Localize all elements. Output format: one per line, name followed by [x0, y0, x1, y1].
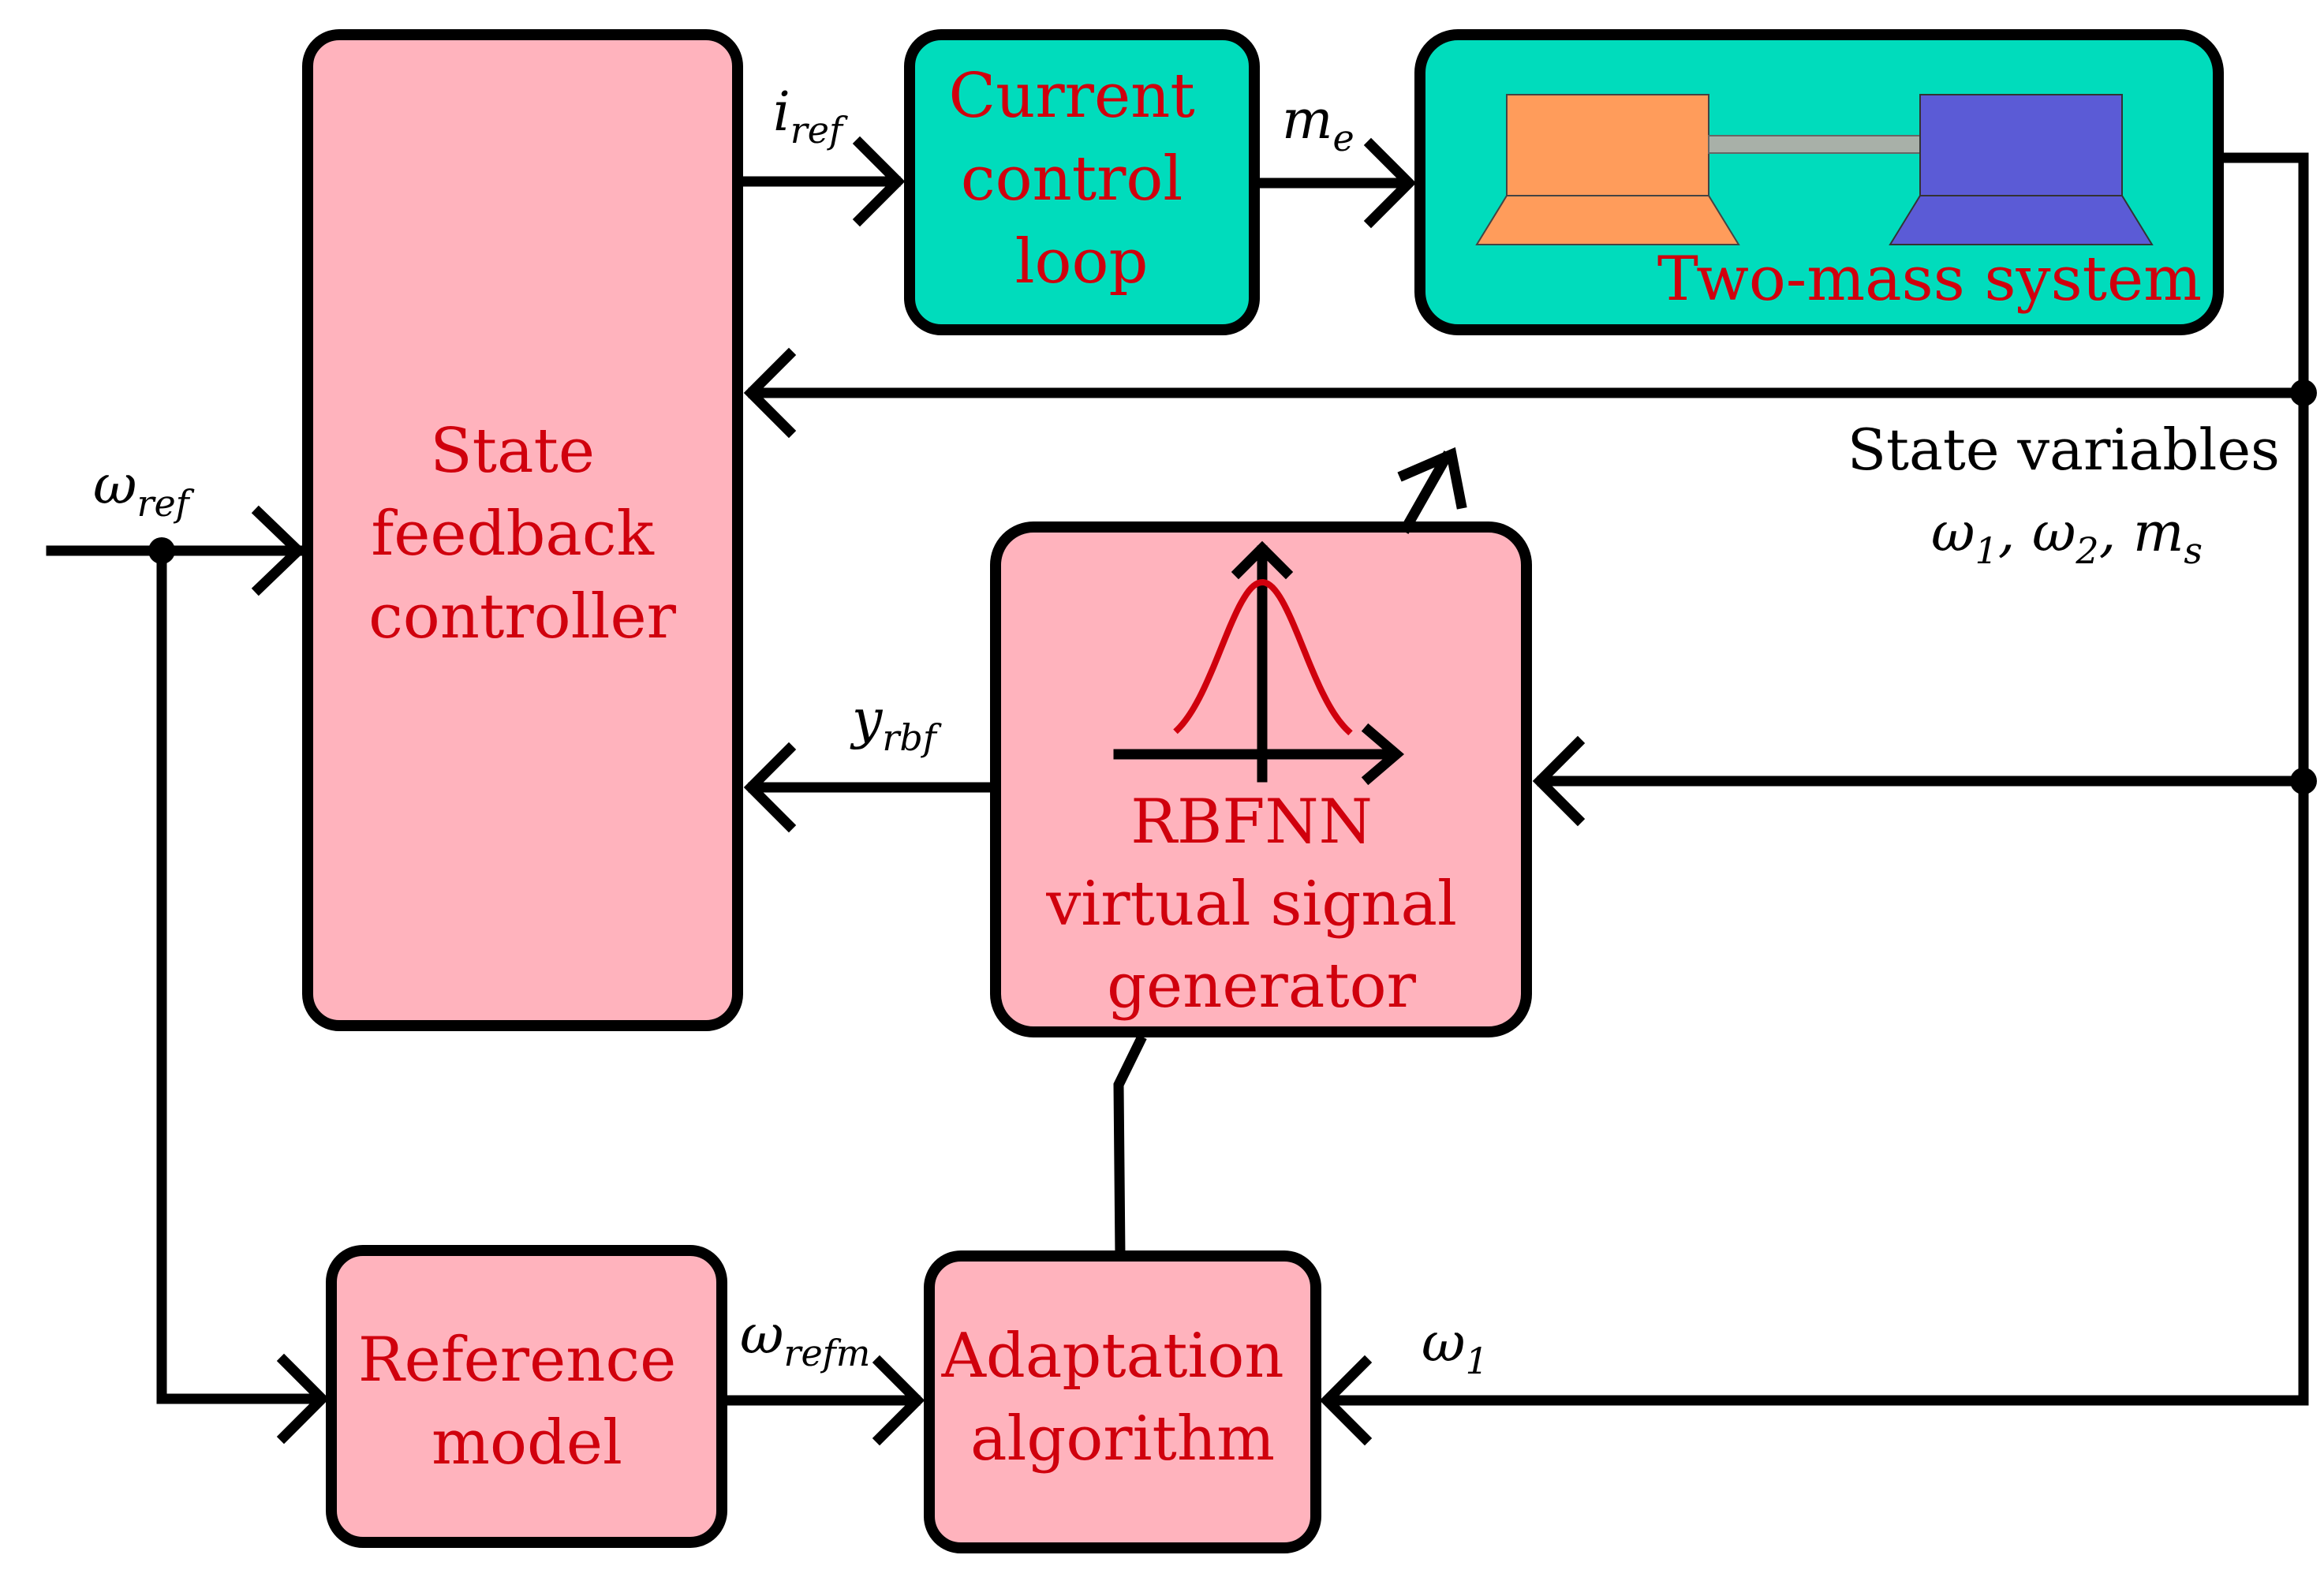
wref-to-reference-wire — [156, 545, 321, 1404]
tuning-arrow-shaft — [1399, 450, 1453, 534]
current-control-line-2: control — [961, 144, 1183, 215]
wref-to-reference-arrowhead — [276, 1353, 330, 1445]
state-to-rbfnn-arrowhead — [1532, 735, 1586, 827]
shaft-icon — [1708, 135, 1921, 154]
state-junction-bottom — [2290, 768, 2317, 794]
signal-w-refm: ωrefm — [740, 1304, 870, 1374]
w1-to-adaptation-arrowhead — [1319, 1355, 1373, 1446]
adaptation-line-2: algorithm — [970, 1404, 1275, 1475]
gaussian-rbf-icon — [1113, 540, 1404, 786]
state-feedback-line-2: feedback — [371, 499, 654, 570]
rbfnn-generator-label: RBFNN virtual signal generator — [1045, 787, 1477, 1022]
state-feedback-arrowhead — [743, 347, 797, 439]
load-mass-icon — [1889, 94, 2154, 245]
adaptation-to-rbfnn-wire — [1113, 1034, 1147, 1262]
state-variables-list: ω1, ω2, ms — [1931, 502, 2203, 572]
state-feedback-line-1: State — [430, 416, 595, 487]
signal-w-ref: ωref — [93, 454, 195, 525]
reference-model-label: Reference model — [358, 1325, 696, 1478]
reference-model-line-1: Reference — [358, 1325, 676, 1396]
state-feedback-controller-label: State feedback controller — [368, 416, 677, 652]
motor-mass-icon — [1475, 94, 1740, 245]
input-wref-arrowhead — [251, 505, 306, 596]
state-feedback-line-3: controller — [368, 581, 677, 652]
reference-model-block[interactable] — [326, 1245, 727, 1548]
yrbf-arrowhead — [743, 742, 797, 833]
adaptation-algorithm-block[interactable] — [924, 1250, 1321, 1553]
iref-arrowhead — [852, 136, 906, 227]
tuning-arrowhead — [1397, 447, 1467, 510]
adaptation-algorithm-label: Adaptation algorithm — [941, 1321, 1304, 1475]
me-arrowhead — [1363, 137, 1417, 229]
two-mass-system-label: Two-mass system — [1657, 244, 2202, 315]
rbfnn-line-2: virtual signal — [1045, 869, 1457, 940]
signal-w-1: ω1 — [1422, 1312, 1489, 1382]
signal-m-e: me — [1282, 89, 1354, 159]
current-control-line-3: loop — [1015, 226, 1149, 297]
rbfnn-line-1: RBFNN — [1130, 787, 1373, 858]
state-junction-top — [2290, 379, 2317, 406]
state-variables-label: State variables — [1848, 417, 2280, 483]
current-control-loop-label: Current control loop — [948, 61, 1214, 297]
wrefm-arrowhead — [872, 1355, 925, 1446]
rbfnn-line-3: generator — [1107, 951, 1417, 1022]
current-control-line-1: Current — [948, 61, 1194, 132]
adaptation-line-1: Adaptation — [941, 1321, 1284, 1392]
signal-y-rbf: yrbf — [850, 689, 942, 759]
state-feedback-controller-block[interactable] — [302, 29, 743, 1031]
reference-model-line-2: model — [432, 1407, 622, 1478]
signal-i-ref: iref — [773, 81, 848, 151]
